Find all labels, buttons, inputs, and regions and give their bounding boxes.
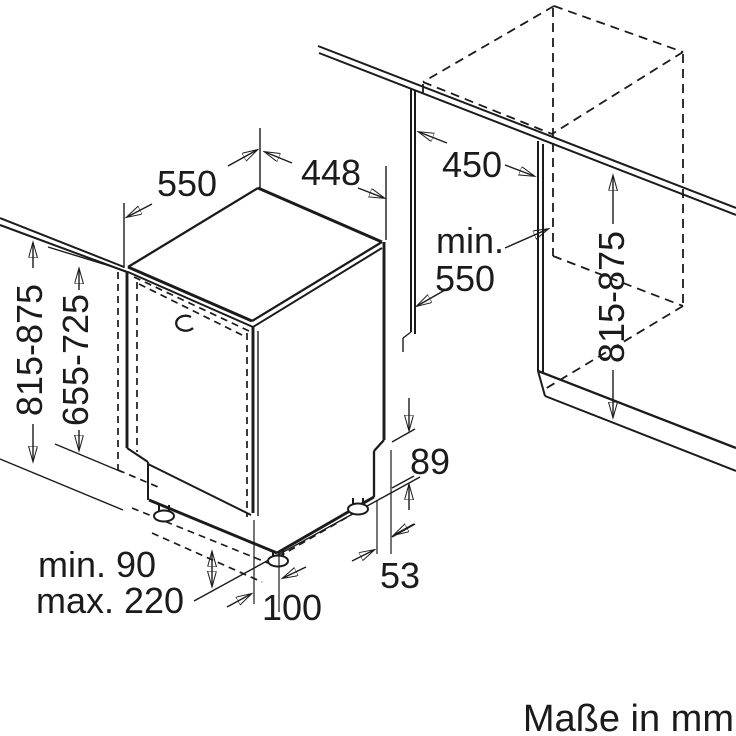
dim-label-appliance-depth: 550 [157, 163, 217, 204]
left-wall-panel [402, 88, 416, 352]
dim-niche-depth: min. 550 [417, 220, 548, 306]
dim-label-niche-depth-value: 550 [435, 258, 495, 299]
dim-niche-height: 815-875 [591, 176, 632, 417]
dim-label-base-recess-depth: 53 [380, 555, 420, 596]
dim-base-recess-height: 89 [390, 398, 450, 554]
dim-label-niche-width: 450 [442, 144, 502, 185]
floor-lines [0, 369, 736, 602]
dim-base-recess-depth: 53 [351, 500, 420, 596]
dim-door-panel-height: 655-725 [47, 246, 127, 473]
adjustable-foot [347, 498, 369, 516]
door-handle [175, 314, 194, 332]
dim-label-niche-depth-prefix: min. [436, 220, 504, 261]
dim-plinth-height: min. 90 max. 220 [36, 544, 212, 621]
footer: Maße in mm [523, 698, 734, 736]
dishwasher-body [117, 186, 386, 583]
adjustable-foot [153, 505, 175, 523]
dim-label-door-panel-height: 655-725 [55, 294, 96, 426]
adjustable-feet [153, 498, 369, 568]
dim-foot-setback: 100 [226, 520, 322, 628]
adjustable-foot [267, 550, 289, 568]
dim-appliance-width: 448 [265, 152, 387, 240]
dim-label-plinth-min: min. 90 [38, 544, 156, 585]
dim-appliance-height: 815-875 [9, 243, 50, 461]
dim-label-appliance-height: 815-875 [9, 284, 50, 416]
dim-label-plinth-max: max. 220 [36, 580, 184, 621]
right-wall-panel [537, 141, 544, 374]
dim-label-foot-setback: 100 [262, 587, 322, 628]
unit-note: Maße in mm [523, 698, 734, 736]
dim-label-niche-height: 815-875 [591, 231, 632, 363]
dim-niche-width: 450 [419, 132, 534, 185]
dim-label-base-recess-height: 89 [410, 441, 450, 482]
niche-dashed-box [422, 5, 684, 390]
dim-label-appliance-width: 448 [301, 152, 361, 193]
dim-appliance-depth: 550 [123, 128, 261, 268]
